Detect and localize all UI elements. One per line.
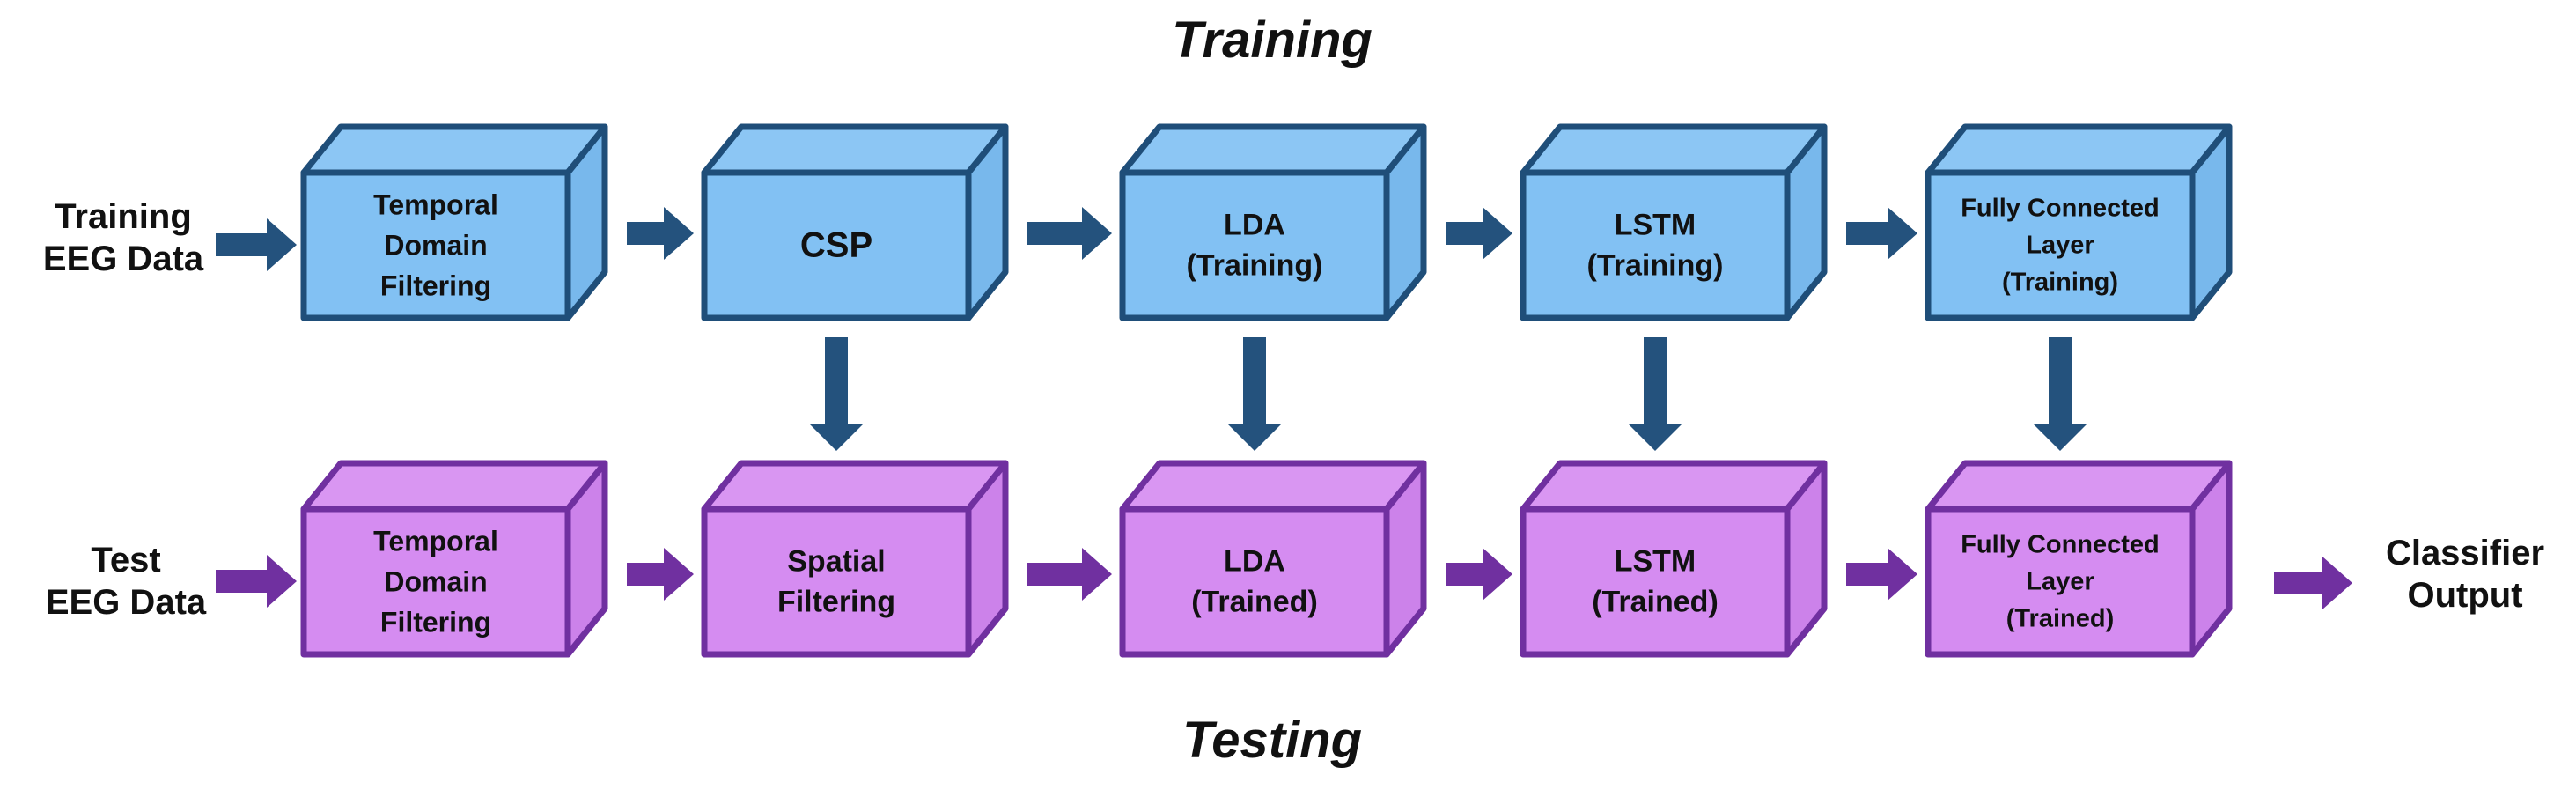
box-label-line: (Trained) bbox=[1592, 586, 1719, 619]
training-flow-arrow bbox=[1027, 207, 1112, 260]
box-top-face bbox=[300, 460, 608, 513]
box-label-line: Fully Connected bbox=[1961, 195, 2160, 223]
box-front-face bbox=[300, 169, 571, 321]
testing-stage-box: LSTM (Trained) bbox=[1520, 460, 1828, 658]
box-label-line: Temporal bbox=[373, 526, 498, 557]
training-input-label-line: Training bbox=[55, 197, 192, 236]
box-label-line: CSP bbox=[800, 226, 872, 265]
training-input-label-line: EEG Data bbox=[43, 240, 204, 278]
box-front-face bbox=[300, 506, 571, 658]
box-label-line: Temporal bbox=[373, 189, 498, 221]
box-top-face bbox=[1925, 123, 2233, 176]
box-top-face bbox=[1520, 123, 1828, 176]
training-flow-arrow bbox=[1846, 207, 1917, 260]
box-label-line: LDA bbox=[1224, 545, 1285, 579]
testing-input-label-line: Test bbox=[91, 541, 160, 579]
box-label-line: Fully Connected bbox=[1961, 531, 2160, 559]
box-label-line: (Trained) bbox=[1191, 586, 1318, 619]
classifier-output-label-line: Classifier bbox=[2386, 534, 2544, 572]
box-label-line: Filtering bbox=[777, 586, 895, 619]
box-front-face bbox=[1520, 169, 1791, 321]
box-top-face bbox=[1119, 123, 1427, 176]
training-stage-box: LDA (Training) bbox=[1119, 123, 1427, 321]
box-label-line: Filtering bbox=[380, 270, 491, 302]
box-top-face bbox=[300, 123, 608, 176]
training-flow-arrow bbox=[627, 207, 694, 260]
box-label-line: Domain bbox=[384, 566, 487, 598]
box-label-line: (Training) bbox=[1587, 249, 1724, 283]
box-front-face bbox=[1925, 169, 2196, 321]
box-label-line: (Training) bbox=[1187, 249, 1323, 283]
box-label-line: Layer bbox=[2026, 568, 2094, 596]
training-stage-box: LSTM (Training) bbox=[1520, 123, 1828, 321]
box-top-face bbox=[1119, 460, 1427, 513]
testing-flow-arrow bbox=[627, 548, 694, 601]
box-label-line: (Trained) bbox=[2006, 605, 2114, 633]
box-label-line: Domain bbox=[384, 230, 487, 262]
box-top-face bbox=[701, 460, 1009, 513]
box-label-line: Spatial bbox=[787, 545, 885, 579]
box-label-line: LDA bbox=[1224, 209, 1285, 242]
box-label-line: LSTM bbox=[1615, 209, 1696, 242]
box-front-face bbox=[1520, 506, 1791, 658]
train-to-test-arrow bbox=[1228, 337, 1281, 451]
box-top-face bbox=[1520, 460, 1828, 513]
testing-flow-arrow bbox=[1846, 548, 1917, 601]
testing-flow-arrow bbox=[1446, 548, 1512, 601]
box-front-face bbox=[1925, 506, 2196, 658]
box-top-face bbox=[701, 123, 1009, 176]
testing-input-arrow bbox=[216, 555, 297, 608]
train-to-test-arrow bbox=[2034, 337, 2087, 451]
boxes-layer: TemporalDomainFilteringCSPLDA(Training)L… bbox=[300, 123, 2233, 658]
arrows-layer bbox=[216, 207, 2352, 609]
training-stage-box: CSP bbox=[701, 123, 1009, 321]
training-flow-arrow bbox=[1446, 207, 1512, 260]
output-arrow bbox=[2274, 557, 2352, 609]
box-front-face bbox=[1119, 169, 1390, 321]
box-label-line: LSTM bbox=[1615, 545, 1696, 579]
testing-stage-box: LDA (Trained) bbox=[1119, 460, 1427, 658]
box-top-face bbox=[1925, 460, 2233, 513]
testing-input-label-line: EEG Data bbox=[46, 583, 207, 622]
testing-title: Testing bbox=[1182, 712, 1362, 769]
training-title: Training bbox=[1172, 11, 1373, 69]
box-front-face bbox=[701, 506, 972, 658]
box-label-line: Filtering bbox=[380, 607, 491, 638]
testing-flow-arrow bbox=[1027, 548, 1112, 601]
box-front-face bbox=[1119, 506, 1390, 658]
train-to-test-arrow bbox=[1629, 337, 1682, 451]
training-input-arrow bbox=[216, 218, 297, 271]
box-front-face bbox=[701, 169, 972, 321]
classifier-output-label-line: Output bbox=[2407, 576, 2522, 615]
train-to-test-arrow bbox=[810, 337, 863, 451]
box-label-line: Layer bbox=[2026, 232, 2094, 260]
box-label-line: (Training) bbox=[2002, 269, 2118, 297]
